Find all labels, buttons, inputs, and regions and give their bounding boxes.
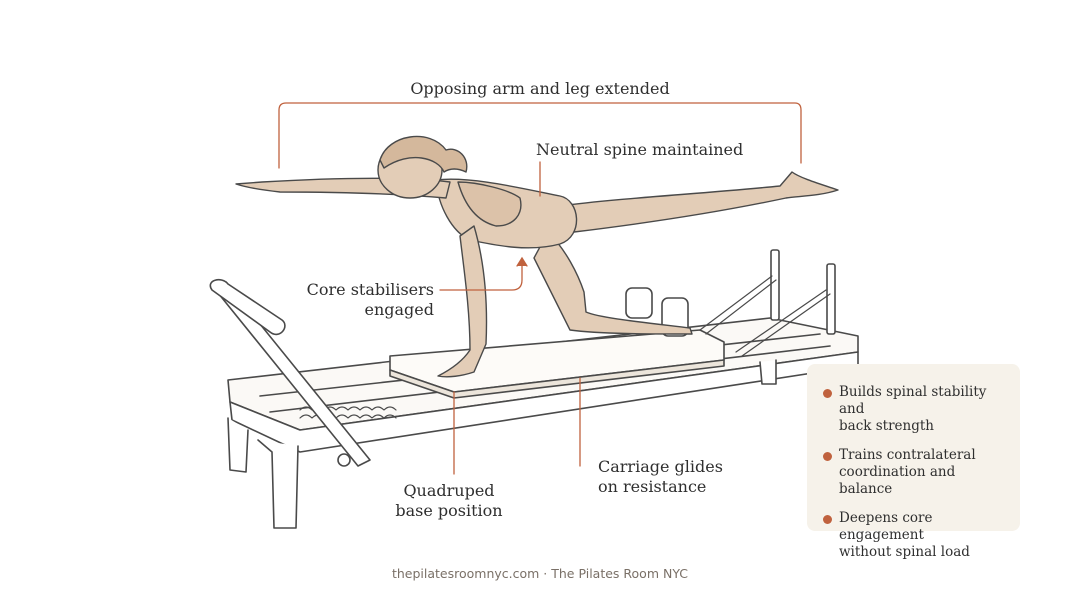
core-arrowhead bbox=[516, 256, 528, 267]
reformer-rope bbox=[735, 289, 827, 353]
label-core-line1: Core stabilisers bbox=[306, 280, 434, 299]
reformer-front-leg bbox=[257, 439, 299, 529]
bullet-dot-icon bbox=[823, 452, 832, 461]
reformer-rope bbox=[741, 293, 831, 357]
figure-sports-top bbox=[457, 181, 522, 227]
figure-hair bbox=[379, 135, 468, 173]
label-neutral-spine: Neutral spine maintained bbox=[536, 140, 744, 159]
benefits-panel: Builds spinal stability and back strengt… bbox=[807, 364, 1020, 560]
reformer-machine bbox=[209, 249, 859, 529]
footer-credit: thepilatesroomnyc.com · The Pilates Room… bbox=[391, 566, 689, 581]
benefit-item: Deepens core engagement without spinal l… bbox=[823, 510, 1008, 561]
reformer-rope bbox=[699, 275, 773, 331]
reformer-rear-leg-left bbox=[227, 417, 249, 473]
core-leader bbox=[439, 261, 523, 291]
label-quadruped-base: Quadruped base position bbox=[384, 481, 514, 521]
benefit-item: Builds spinal stability and back strengt… bbox=[823, 384, 1008, 435]
reformer-footbar-pivot bbox=[337, 453, 351, 467]
label-carriage-line2: on resistance bbox=[598, 477, 707, 496]
reformer-rope-post bbox=[770, 249, 780, 321]
benefit-text: Builds spinal stability and back strengt… bbox=[839, 384, 1008, 435]
benefit-text: Trains contralateral coordination and ba… bbox=[839, 447, 1008, 498]
reformer-back-leg bbox=[759, 359, 777, 385]
benefit-line: coordination and balance bbox=[839, 464, 956, 497]
label-base-line2: base position bbox=[395, 501, 503, 520]
figure-support-arm bbox=[437, 225, 488, 378]
bullet-dot-icon bbox=[823, 515, 832, 524]
opposing-bracket bbox=[278, 102, 802, 169]
reformer-rope-post bbox=[826, 263, 836, 335]
label-base-line1: Quadruped bbox=[403, 481, 495, 500]
benefit-line: Deepens core engagement bbox=[839, 510, 933, 543]
label-opposing-arm-leg: Opposing arm and leg extended bbox=[410, 79, 670, 98]
benefit-text: Deepens core engagement without spinal l… bbox=[839, 510, 1008, 561]
benefit-line: Trains contralateral bbox=[839, 447, 976, 463]
reformer-springs bbox=[299, 414, 397, 419]
label-carriage-glides: Carriage glides on resistance bbox=[598, 457, 723, 497]
reformer-rope bbox=[705, 279, 777, 335]
reformer-footbar-pad bbox=[209, 278, 286, 336]
label-core-stabilisers: Core stabilisers engaged bbox=[292, 280, 434, 320]
label-core-line2: engaged bbox=[364, 300, 434, 319]
benefit-line: without spinal load bbox=[839, 544, 970, 560]
benefit-item: Trains contralateral coordination and ba… bbox=[823, 447, 1008, 498]
annotation-lines bbox=[278, 102, 802, 475]
figure-support-leg bbox=[533, 231, 693, 335]
benefit-line: back strength bbox=[839, 418, 934, 434]
pilates-figure bbox=[235, 135, 839, 378]
bullet-dot-icon bbox=[823, 389, 832, 398]
reformer-shoulder-block bbox=[625, 287, 653, 319]
figure-extended-leg bbox=[559, 171, 839, 233]
benefit-line: Builds spinal stability and bbox=[839, 384, 987, 417]
label-carriage-line1: Carriage glides bbox=[598, 457, 723, 476]
